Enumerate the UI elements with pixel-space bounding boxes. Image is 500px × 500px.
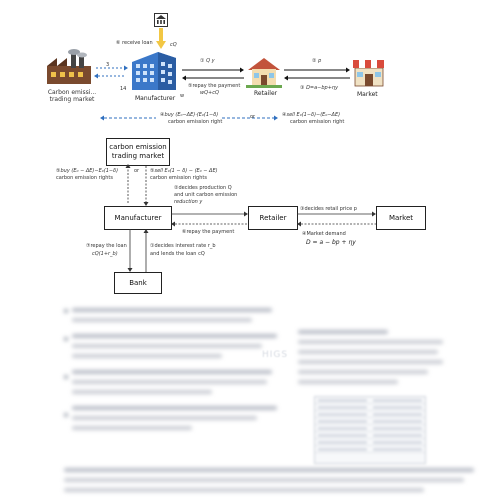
blurred-table	[314, 396, 426, 464]
market-label: Market	[357, 91, 378, 98]
or-label: or	[134, 168, 140, 174]
loan-arrow	[156, 28, 166, 49]
buy-label-1: ⑤buy (E₀ − ΔE)−E₀(1−δ)	[56, 168, 119, 174]
decides-production-1: ②decides production Q	[174, 185, 232, 191]
q-y-label: ① Q y	[200, 58, 215, 64]
watermark: HIGS	[262, 350, 289, 360]
decides-production-3: reduction y	[174, 199, 203, 205]
retailer-box: Retailer	[248, 206, 298, 230]
num-3: 3	[106, 62, 110, 68]
bank-icon	[154, 13, 168, 27]
buy-rights-label: ④buy (E₀−ΔE)·(E₀(1−δ)	[160, 112, 219, 118]
market-icon	[353, 60, 384, 87]
retailer-market-arrows	[284, 67, 350, 81]
sell-rights-label: ④sell E₀(1−δ)−(E₀−ΔE)	[282, 112, 341, 118]
rights-arrows	[100, 115, 278, 121]
decides-production-2: and unit carbon emission	[174, 192, 238, 198]
receive-loan-label: ⑥ receive loan	[116, 40, 153, 46]
house-icon	[246, 58, 282, 88]
building-icon	[132, 52, 176, 90]
factory-manufacturer-arrows	[94, 65, 128, 79]
manufacturer-retailer-arrows	[182, 67, 244, 81]
receive-loan-var: cQ	[170, 42, 177, 48]
p-price-label: ② p	[312, 58, 322, 64]
manufacturer-box: Manufacturer	[104, 206, 172, 230]
carbon-market-label: Carbon emissi... trading market	[47, 89, 97, 103]
repay-payment: ⑥repay the payment	[182, 229, 235, 235]
repay-loan-1: ⑦repay the loan	[86, 243, 127, 249]
repay-label: ⑤repay the payment	[188, 83, 241, 89]
repay-loan-2: cQ(1+r_b)	[92, 251, 118, 257]
num-w: w	[180, 93, 185, 99]
sell-label-2: carbon emission rights	[150, 175, 207, 181]
manufacturer-label: Manufacturer	[135, 95, 176, 102]
market-demand-2: D = a − bp + ηy	[306, 239, 356, 246]
bank-box: Bank	[114, 272, 162, 294]
retailer-label: Retailer	[254, 90, 278, 97]
demand-label: ③ D=a−bp+ηy	[300, 85, 339, 91]
decides-interest-2: and lends the loan cQ	[150, 251, 205, 257]
decides-retail: ③decides retail price p	[300, 206, 357, 212]
decides-interest-1: ①decides interest rate r_b	[150, 243, 216, 249]
blurred-right-column	[298, 330, 448, 460]
sell-rights-sub: carbon emission right	[290, 119, 345, 125]
factory-icon	[47, 49, 91, 84]
carbon-market-box: carbon emission trading market	[106, 138, 170, 166]
repay-formula: wQ+cQ	[200, 90, 219, 96]
flow-arrows	[125, 164, 376, 272]
sell-label-1: ⑤sell E₀(1 − δ) − (E₀ − ΔE)	[150, 168, 218, 174]
blurred-footer-paragraph	[64, 468, 484, 498]
or-label-top: or	[250, 114, 256, 120]
market-demand-1: ④Market demand	[302, 231, 346, 237]
buy-rights-sub: carbon emission right	[168, 119, 223, 125]
blurred-bullet-list	[64, 308, 284, 458]
num-14: 14	[120, 86, 127, 92]
buy-label-2: carbon emission rights	[56, 175, 113, 181]
market-box: Market	[376, 206, 426, 230]
